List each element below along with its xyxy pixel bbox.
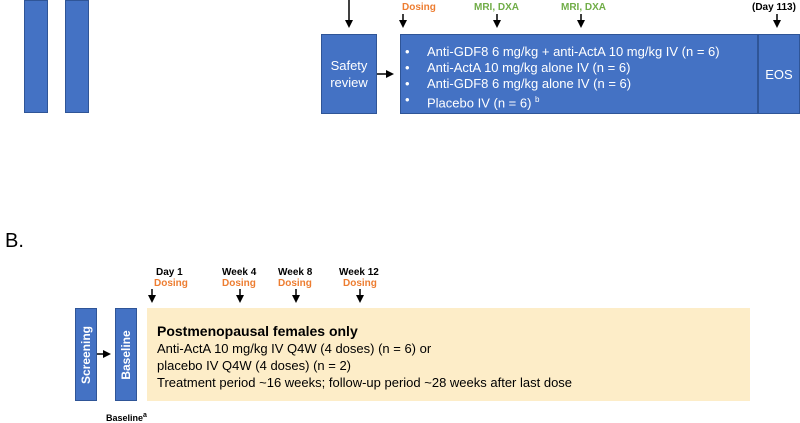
arm-item: Anti-GDF8 6 mg/kg + anti-ActA 10 mg/kg I…: [401, 44, 757, 60]
arm-text: Anti-ActA 10 mg/kg alone IV (n = 6): [427, 60, 631, 75]
treatment-arms-box: Anti-GDF8 6 mg/kg + anti-ActA 10 mg/kg I…: [400, 34, 758, 114]
arm-item: Placebo IV (n = 6) b: [401, 92, 757, 111]
postmenopausal-box: Postmenopausal females only Anti-ActA 10…: [147, 308, 750, 401]
baseline-footnote-mark: a: [143, 412, 147, 419]
timepoint-week4-dosing: Dosing: [222, 278, 256, 289]
mri-dxa-label-2: MRI, DXA: [561, 2, 606, 13]
baseline-footnote-text: Baseline: [106, 413, 144, 423]
screening-box-b: Screening: [75, 308, 97, 401]
treatment-arms-list: Anti-GDF8 6 mg/kg + anti-ActA 10 mg/kg I…: [401, 44, 757, 111]
screening-bar-a: [24, 0, 48, 113]
baseline-box-b: Baseline: [115, 308, 137, 401]
timepoint-week12-dosing: Dosing: [343, 278, 377, 289]
mri-dxa-label-1: MRI, DXA: [474, 2, 519, 13]
timepoint-week8-dosing: Dosing: [278, 278, 312, 289]
arm-text: Anti-GDF8 6 mg/kg alone IV (n = 6): [427, 76, 632, 91]
day113-label: (Day 113): [752, 2, 796, 13]
arm-text: Anti-GDF8 6 mg/kg + anti-ActA 10 mg/kg I…: [427, 44, 720, 59]
timepoint-week12-label: Week 12: [339, 267, 379, 278]
eos-box: EOS: [758, 34, 800, 114]
postmenopausal-line: placebo IV Q4W (4 doses) (n = 2): [157, 358, 352, 373]
baseline-bar-a: [65, 0, 89, 113]
timepoint-week8-label: Week 8: [278, 267, 313, 278]
postmenopausal-line: Treatment period ~16 weeks; follow-up pe…: [157, 375, 573, 390]
placebo-footnote: b: [535, 95, 540, 104]
section-b-label: B.: [5, 230, 24, 252]
timepoint-day1-dosing: Dosing: [154, 278, 188, 289]
safety-review-box: Safety review: [321, 34, 377, 114]
arm-item: Anti-GDF8 6 mg/kg alone IV (n = 6): [401, 76, 757, 92]
arm-text: Placebo IV (n = 6): [427, 95, 532, 111]
timepoint-week4-label: Week 4: [222, 267, 257, 278]
postmenopausal-line: Anti-ActA 10 mg/kg IV Q4W (4 doses) (n =…: [157, 341, 432, 356]
timepoint-day1-label: Day 1: [156, 267, 183, 278]
safety-review-text: Safety review: [330, 58, 368, 90]
baseline-label: Baseline: [119, 329, 133, 380]
screening-label: Screening: [79, 325, 93, 384]
postmenopausal-title: Postmenopausal females only: [157, 323, 358, 339]
arm-item: Anti-ActA 10 mg/kg alone IV (n = 6): [401, 60, 757, 76]
dosing-label-a: Dosing: [402, 2, 436, 13]
baseline-footnote-label: Baselinea: [106, 411, 147, 423]
eos-label: EOS: [765, 66, 793, 82]
